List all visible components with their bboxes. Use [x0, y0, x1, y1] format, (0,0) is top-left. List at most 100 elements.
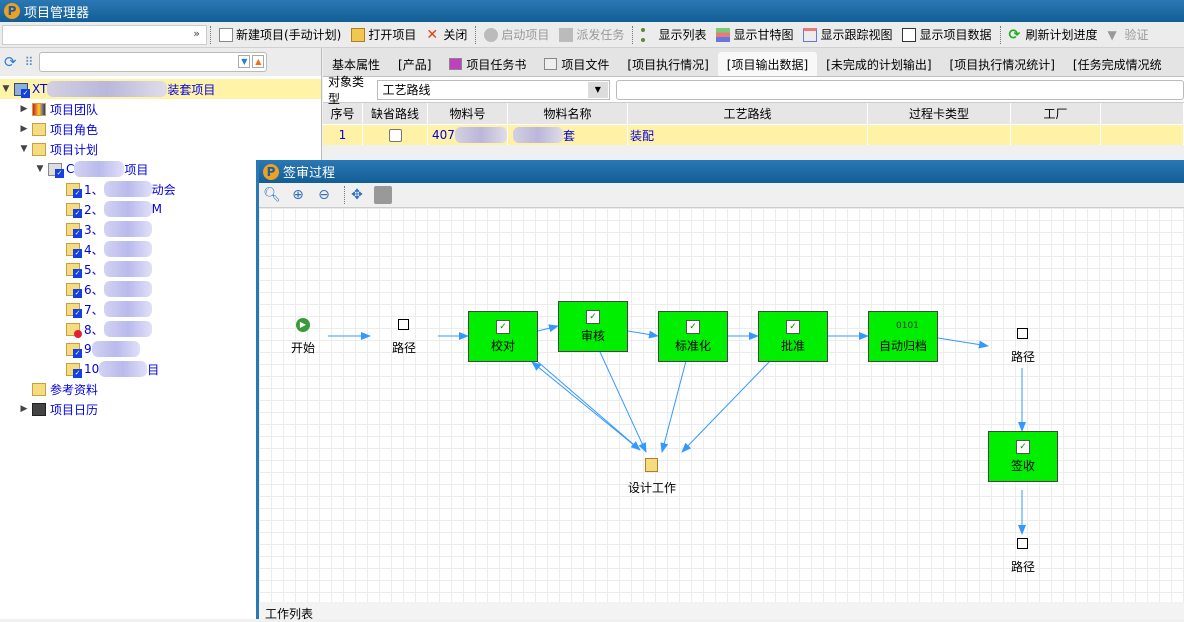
default-route-checkbox[interactable]	[388, 128, 402, 142]
workflow-edges	[328, 324, 1026, 535]
file-icon	[544, 58, 558, 70]
arrow-up-icon[interactable]: ▲	[252, 55, 265, 68]
tree-task-item[interactable]: 8、	[0, 319, 321, 339]
tree-item-team[interactable]: ▶项目团队	[0, 99, 321, 119]
start-project-button[interactable]: 启动项目	[484, 26, 549, 43]
tab-0[interactable]: 基本属性	[332, 57, 381, 72]
tab-3[interactable]: 项目文件	[535, 52, 618, 76]
hierarchy-icon[interactable]: ⠿	[24, 55, 34, 69]
path-node-3[interactable]	[1017, 538, 1028, 549]
path-node-1[interactable]	[398, 319, 409, 330]
tree-task-item[interactable]: 5、	[0, 259, 321, 279]
task-done-icon	[66, 302, 82, 318]
review-node[interactable]: ✓审核	[558, 301, 628, 352]
standardize-node[interactable]: ✓标准化	[658, 311, 728, 362]
check-node[interactable]: ✓校对	[468, 311, 538, 362]
tree-task-item[interactable]: 7、	[0, 299, 321, 319]
new-project-button[interactable]: 新建项目(手动计划)	[219, 26, 341, 43]
fit-page-icon[interactable]: ✥	[351, 187, 363, 203]
chevron-down-icon[interactable]: ▼	[587, 81, 608, 98]
app-title-bar: P 项目管理器	[0, 0, 1184, 22]
project-icon	[14, 82, 30, 98]
expand-arrow-icon[interactable]: ▼	[20, 144, 28, 154]
refresh-progress-button[interactable]: ⟳刷新计划进度	[1008, 26, 1098, 43]
tab-8[interactable]: [任务完成情况统	[1072, 57, 1162, 72]
object-type-label: 对象类型	[328, 74, 365, 106]
app-title: 项目管理器	[24, 5, 90, 21]
expand-arrow-icon[interactable]: ▼	[2, 84, 10, 94]
filter-input[interactable]	[615, 79, 1184, 100]
tab-2[interactable]: 项目任务书	[440, 52, 535, 76]
folder-icon	[32, 382, 46, 396]
signoff-icon: ✓	[586, 309, 600, 324]
design-work-label: 设计工作	[627, 481, 677, 495]
tree-item-plan[interactable]: ▼项目计划	[0, 139, 321, 159]
refresh-icon[interactable]: ⟳	[4, 53, 17, 71]
expand-arrow-icon[interactable]: ▶	[20, 124, 28, 134]
verify-button[interactable]: ▼验证	[1107, 27, 1149, 43]
workflow-edge	[937, 337, 989, 349]
project-detail-panel: 基本属性 [产品] 项目任务书项目文件 [项目执行情况] [项目输出数据] [未完成的计划…	[323, 48, 1184, 158]
close-button[interactable]: ✕关闭	[426, 26, 468, 43]
task-error-icon	[66, 322, 82, 338]
show-list-button[interactable]: 显示列表	[641, 26, 706, 43]
arrow-down-icon[interactable]: ▼	[238, 55, 251, 68]
list-icon	[641, 27, 655, 42]
expand-arrow-icon[interactable]: ▼	[36, 164, 44, 174]
tree-item-plan-project[interactable]: ▼C项目	[0, 159, 321, 179]
zoom-out-icon[interactable]: ⊖	[318, 187, 330, 203]
tree-task-item[interactable]: 9	[0, 339, 321, 359]
tab-5[interactable]: [项目输出数据]	[717, 52, 818, 76]
verify-icon: ▼	[1107, 27, 1117, 42]
show-project-data-button[interactable]: 显示项目数据	[902, 26, 992, 43]
workflow-edge	[681, 360, 771, 453]
table-row[interactable]: 1 407 套 装配	[323, 125, 1184, 145]
object-type-select[interactable]: 工艺路线▼	[377, 79, 610, 100]
app-logo-icon: P	[263, 163, 279, 180]
tree-task-item[interactable]: 4、	[0, 239, 321, 259]
path-label: 路径	[1010, 560, 1036, 574]
tree-task-item[interactable]: 3、	[0, 219, 321, 239]
tab-6[interactable]: [未完成的计划输出]	[826, 57, 932, 72]
workflow-edge	[537, 324, 559, 333]
tree-search-input[interactable]: ▼ ▲	[39, 52, 268, 72]
refresh-icon: ⟳	[1008, 26, 1021, 43]
tree-task-item[interactable]: 1、动会	[0, 179, 321, 199]
path-label: 路径	[391, 341, 417, 355]
tree-item-roles[interactable]: ▶项目角色	[0, 119, 321, 139]
worklist-section-label: 工作列表	[265, 607, 314, 621]
open-project-button[interactable]: 打开项目	[351, 26, 416, 43]
expand-arrow-icon[interactable]: ▶	[20, 104, 28, 114]
design-work-icon[interactable]	[645, 458, 658, 472]
path-node-2[interactable]	[1017, 328, 1028, 339]
task-done-icon	[66, 202, 82, 218]
archive-icon: 0101	[896, 320, 919, 331]
folder-icon	[32, 122, 46, 136]
tree-item-references[interactable]: 参考资料	[0, 379, 321, 399]
show-gantt-button[interactable]: 显示甘特图	[716, 26, 793, 43]
tree-item-calendar[interactable]: ▶项目日历	[0, 399, 321, 419]
edit-disabled-icon[interactable]	[374, 186, 392, 204]
expand-arrow-icon[interactable]: ▶	[20, 404, 28, 414]
show-tracking-button[interactable]: 显示跟踪视图	[803, 26, 892, 43]
sign-receive-node[interactable]: ✓签收	[988, 431, 1058, 482]
tree-task-item[interactable]: 2、M	[0, 199, 321, 219]
task-done-icon	[66, 242, 82, 258]
zoom-in-icon[interactable]: ⊕	[292, 187, 304, 203]
approve-node[interactable]: ✓批准	[758, 311, 828, 362]
project-combo[interactable]: »	[2, 24, 207, 45]
tree-task-item[interactable]: 6、	[0, 279, 321, 299]
dispatch-task-button[interactable]: 派发任务	[559, 26, 624, 43]
tab-1[interactable]: [产品]	[398, 57, 432, 72]
close-icon: ✕	[426, 26, 439, 43]
start-icon[interactable]: ▶	[296, 318, 310, 332]
tab-4[interactable]: [项目执行情况]	[627, 57, 709, 72]
workflow-edge	[660, 360, 687, 453]
zoom-fit-icon[interactable]: 🔍︎	[263, 187, 281, 203]
tree-task-item[interactable]: 10目	[0, 359, 321, 379]
tab-7[interactable]: [项目执行情况统计]	[949, 57, 1055, 72]
